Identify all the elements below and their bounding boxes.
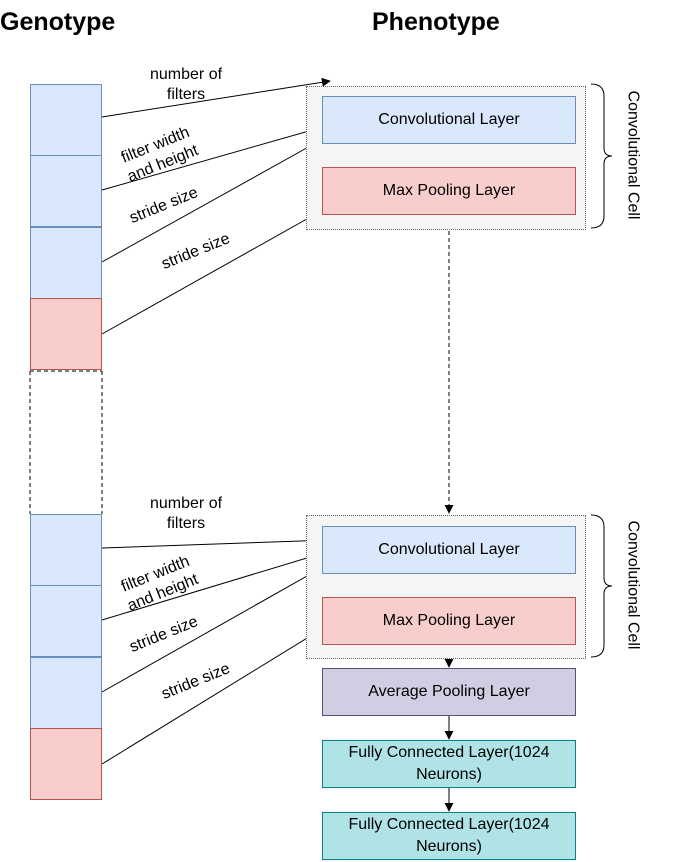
gene-num-filters-1: [30, 84, 102, 156]
cell-1-side-label: Convolutional Cell: [624, 90, 642, 220]
arrow-filter-wh-1: [101, 122, 331, 191]
arrow-filter-wh-2: [101, 549, 331, 621]
arrow-num-filters-2: [101, 535, 331, 549]
label-num-filters-1-line2: filters: [166, 86, 206, 103]
cell-2-brace: [590, 514, 613, 658]
label-num-filters-2-line1: number of: [150, 495, 223, 512]
arrow-stride-conv-2: [101, 562, 331, 693]
gene-num-filters-2: [30, 514, 102, 586]
label-num-filters-1: number of filters: [150, 65, 222, 105]
arrow-num-filters-1: [101, 77, 331, 118]
fc-layer-2-line2: Neurons): [416, 838, 482, 855]
fc-layer-2: Fully Connected Layer(1024 Neurons): [322, 812, 576, 860]
label-num-filters-2: number of filters: [150, 494, 222, 534]
cell-2-conv-layer: Convolutional Layer: [322, 526, 576, 574]
label-num-filters-2-line2: filters: [166, 515, 206, 532]
gene-stride-pool-1: [30, 298, 102, 370]
gene-stride-conv-1: [30, 227, 102, 299]
genotype-heading: Genotype: [0, 8, 116, 36]
cell-1-conv-layer: Convolutional Layer: [322, 96, 576, 144]
arrow-stride-pool-1: [101, 205, 331, 335]
gene-stride-conv-2: [30, 657, 102, 729]
fc-layer-2-line1: Fully Connected Layer(1024: [348, 816, 550, 833]
label-num-filters-1-line1: number of: [150, 66, 223, 83]
fc-layer-1-line1: Fully Connected Layer(1024: [348, 744, 550, 761]
avg-pool-layer: Average Pooling Layer: [322, 668, 576, 716]
gene-filter-wh-1: [30, 155, 102, 227]
gene-stride-pool-2: [30, 728, 102, 800]
cell-1-brace: [590, 83, 613, 229]
cell-1-pool-layer: Max Pooling Layer: [322, 167, 576, 215]
fc-layer-1: Fully Connected Layer(1024 Neurons): [322, 740, 576, 788]
cell-2-side-label: Convolutional Cell: [624, 520, 642, 650]
gene-filter-wh-2: [30, 585, 102, 657]
phenotype-heading: Phenotype: [372, 8, 500, 36]
cell-2-pool-layer: Max Pooling Layer: [322, 597, 576, 645]
arrow-stride-conv-1: [101, 134, 331, 263]
fc-layer-1-line2: Neurons): [416, 766, 482, 783]
arrow-stride-pool-2: [101, 623, 331, 765]
